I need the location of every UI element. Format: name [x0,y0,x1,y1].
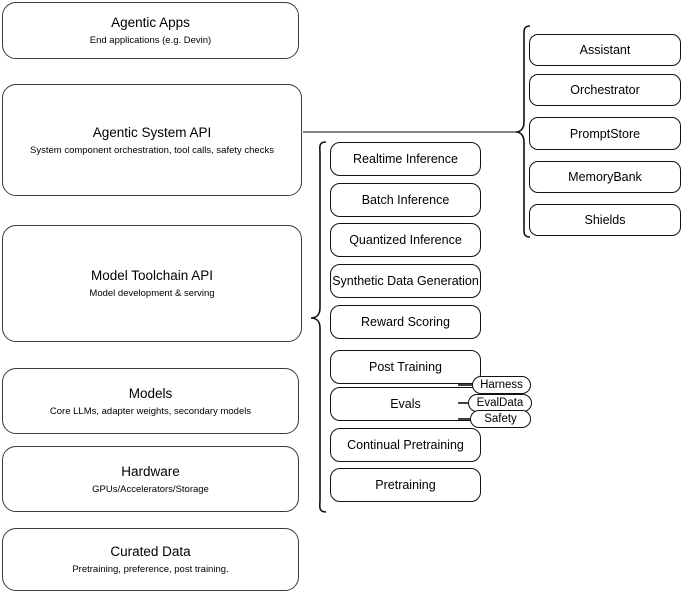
layer-subtitle: System component orchestration, tool cal… [30,144,274,156]
layer-subtitle: GPUs/Accelerators/Storage [92,483,209,495]
layer-hardware[interactable]: Hardware GPUs/Accelerators/Storage [2,446,299,512]
capability-synthetic-data-generation[interactable]: Synthetic Data Generation [330,264,481,298]
toolchain-brace [310,141,327,513]
evals-tag-label: Safety [484,412,517,425]
capability-label: Realtime Inference [353,152,458,166]
capability-label: Pretraining [375,478,436,492]
evals-tag-label: Harness [480,378,523,391]
system-component-label: Shields [584,213,626,227]
evals-tag-safety[interactable]: Safety [470,410,531,428]
capability-pretraining[interactable]: Pretraining [330,468,481,502]
capability-label: Evals [390,397,421,411]
layer-model-toolchain-api[interactable]: Model Toolchain API Model development & … [2,225,302,342]
layer-title: Curated Data [110,544,191,559]
layer-agentic-system-api[interactable]: Agentic System API System component orch… [2,84,302,196]
layer-agentic-apps[interactable]: Agentic Apps End applications (e.g. Devi… [2,2,299,59]
capability-label: Post Training [369,360,442,374]
system-component-memorybank[interactable]: MemoryBank [529,161,681,193]
layer-subtitle: Model development & serving [89,288,215,299]
system-component-assistant[interactable]: Assistant [529,34,681,66]
layer-subtitle: End applications (e.g. Devin) [89,35,212,46]
capability-batch-inference[interactable]: Batch Inference [330,183,481,217]
capability-quantized-inference[interactable]: Quantized Inference [330,223,481,257]
capability-label: Continual Pretraining [347,438,464,452]
capability-reward-scoring[interactable]: Reward Scoring [330,305,481,339]
system-components-brace [515,25,531,238]
system-component-shields[interactable]: Shields [529,204,681,236]
layer-title: Models [128,385,173,401]
layer-title: Model Toolchain API [90,268,214,283]
system-component-orchestrator[interactable]: Orchestrator [529,74,681,106]
system-component-label: Assistant [579,43,631,57]
capability-realtime-inference[interactable]: Realtime Inference [330,142,481,176]
system-component-label: Orchestrator [570,83,640,97]
capability-continual-pretraining[interactable]: Continual Pretraining [330,428,481,462]
capability-evals[interactable]: Evals [330,387,481,421]
layer-title: Agentic System API [92,124,212,140]
layer-title: Agentic Apps [111,15,190,30]
capability-label: Quantized Inference [349,233,462,247]
capability-post-training[interactable]: Post Training [330,350,481,384]
layer-subtitle: Pretraining, preference, post training. [72,564,229,575]
system-component-promptstore[interactable]: PromptStore [529,117,681,150]
system-component-label: MemoryBank [568,170,642,184]
evals-tag-harness[interactable]: Harness [472,376,531,394]
system-component-label: PromptStore [569,126,641,141]
layer-title: Hardware [121,463,180,479]
capability-label: Batch Inference [361,193,450,207]
layer-subtitle: Core LLMs, adapter weights, secondary mo… [49,405,252,417]
capability-label: Reward Scoring [361,315,450,329]
capability-label: Synthetic Data Generation [332,274,479,288]
layer-curated-data[interactable]: Curated Data Pretraining, preference, po… [2,528,299,591]
layer-models[interactable]: Models Core LLMs, adapter weights, secon… [2,368,299,434]
evals-tag-label: EvalData [476,396,524,409]
